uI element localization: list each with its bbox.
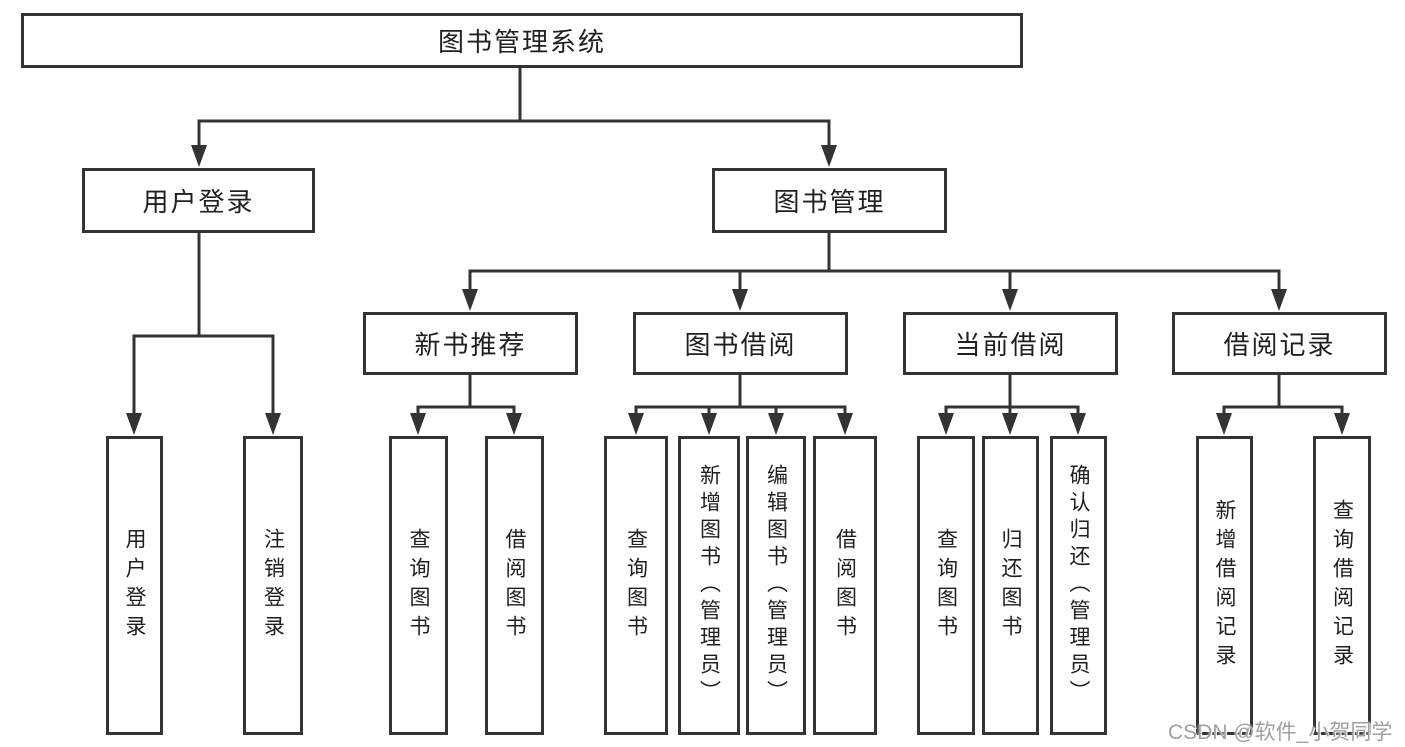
leaf-borrow-edit-books-admin-label: 编辑图书（管理员） <box>764 464 788 707</box>
node-current-borrow: 当前借阅 <box>903 312 1118 375</box>
leaf-newbook-borrow-books-label: 借阅图书 <box>503 527 526 644</box>
node-user-login: 用户登录 <box>82 168 315 233</box>
leaf-newbook-query-books: 查询图书 <box>389 436 448 735</box>
leaf-record-add-record: 新增借阅记录 <box>1196 436 1253 735</box>
node-book-management: 图书管理 <box>712 168 947 233</box>
node-new-book-recommend: 新书推荐 <box>363 312 578 375</box>
leaf-newbook-borrow-books: 借阅图书 <box>485 436 544 735</box>
leaf-borrow-borrow-books: 借阅图书 <box>813 436 877 735</box>
node-borrow-record-label: 借阅记录 <box>1223 330 1336 360</box>
node-user-login-label: 用户登录 <box>142 187 255 217</box>
node-borrow-record: 借阅记录 <box>1172 312 1387 375</box>
leaf-current-query-books: 查询图书 <box>917 436 975 735</box>
leaf-current-confirm-return-admin-label: 确认归还（管理员） <box>1067 464 1090 707</box>
leaf-borrow-query-books: 查询图书 <box>604 436 668 735</box>
node-book-borrow: 图书借阅 <box>633 312 848 375</box>
node-book-management-label: 图书管理 <box>773 187 886 217</box>
leaf-newbook-query-books-label: 查询图书 <box>407 527 430 644</box>
leaf-record-query-record: 查询借阅记录 <box>1313 436 1371 735</box>
leaf-current-confirm-return-admin: 确认归还（管理员） <box>1050 436 1107 735</box>
leaf-record-add-record-label: 新增借阅记录 <box>1213 498 1236 673</box>
leaf-record-query-record-label: 查询借阅记录 <box>1330 498 1354 673</box>
leaf-current-return-books: 归还图书 <box>982 436 1039 735</box>
node-new-book-recommend-label: 新书推荐 <box>414 330 527 360</box>
node-root-label: 图书管理系统 <box>437 27 606 57</box>
leaf-current-query-books-label: 查询图书 <box>934 527 958 644</box>
leaf-logout: 注销登录 <box>243 436 303 735</box>
leaf-borrow-query-books-label: 查询图书 <box>624 527 648 644</box>
leaf-logout-label: 注销登录 <box>261 527 285 644</box>
leaf-borrow-borrow-books-label: 借阅图书 <box>833 527 857 644</box>
leaf-borrow-add-books-admin-label: 新增图书（管理员） <box>697 464 721 707</box>
leaf-user-login: 用户登录 <box>106 436 163 735</box>
leaf-borrow-add-books-admin: 新增图书（管理员） <box>678 436 740 735</box>
leaf-borrow-edit-books-admin: 编辑图书（管理员） <box>746 436 806 735</box>
node-book-borrow-label: 图书借阅 <box>684 330 797 360</box>
leaf-user-login-label: 用户登录 <box>123 527 146 644</box>
leaf-current-return-books-label: 归还图书 <box>999 527 1022 644</box>
csdn-watermark: CSDN @软件_小贺同学 <box>1168 721 1393 744</box>
node-current-borrow-label: 当前借阅 <box>954 330 1067 360</box>
node-root-library-system: 图书管理系统 <box>21 13 1023 68</box>
